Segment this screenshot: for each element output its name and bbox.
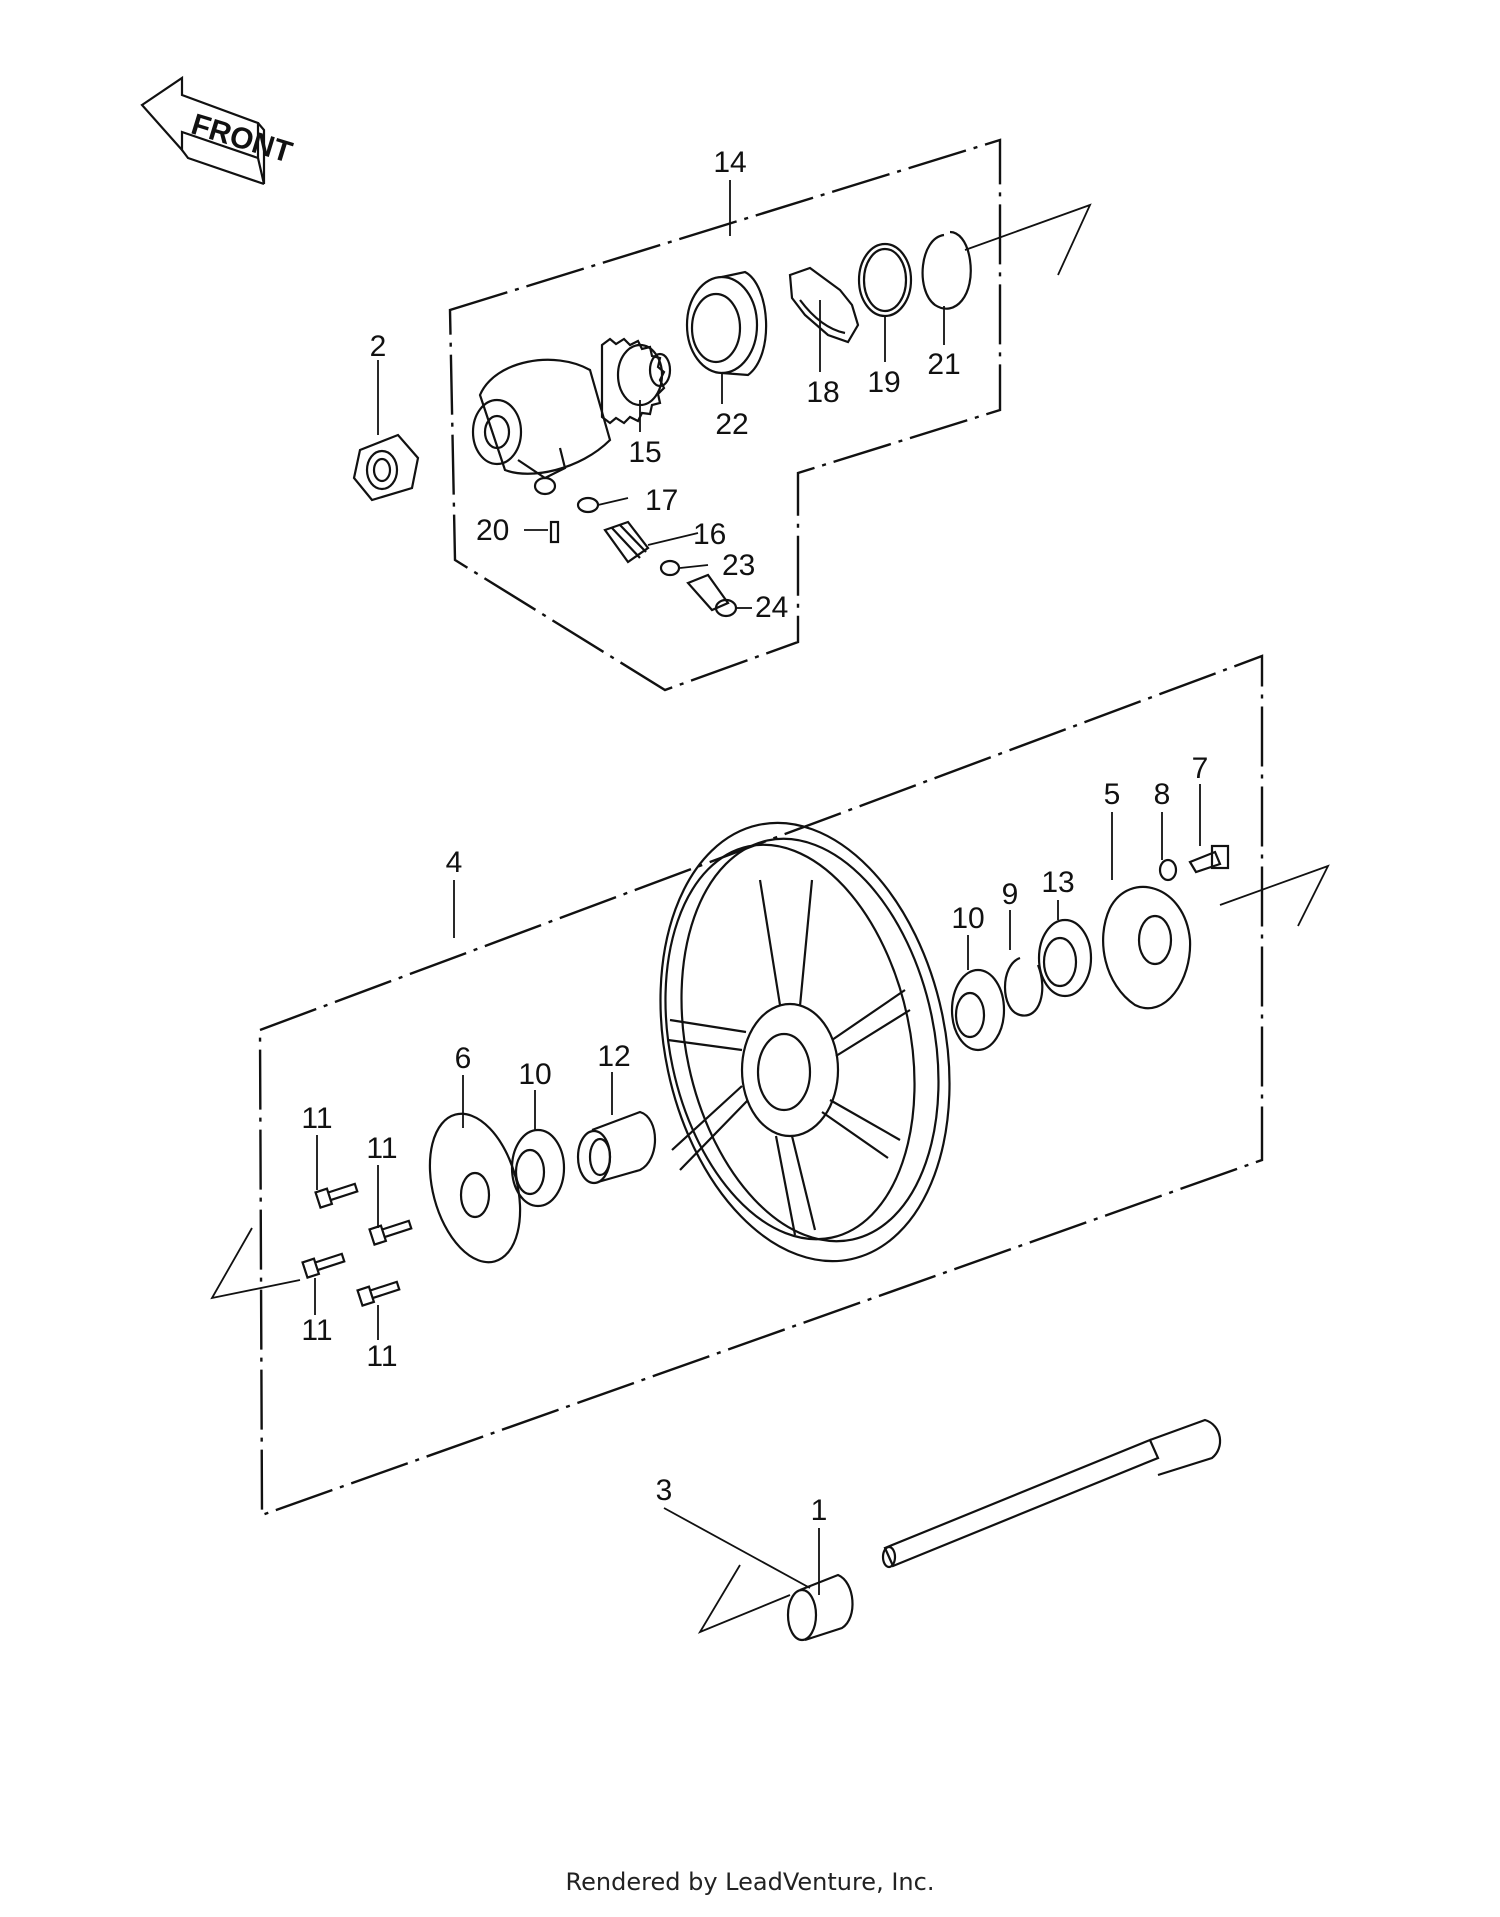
callout-18: 18 (806, 376, 839, 409)
cover-washer-icon (1158, 858, 1178, 882)
hub-plate-icon (428, 1112, 522, 1264)
callout-4: 4 (446, 846, 463, 879)
callout-labels: 1 2 3 4 5 6 7 8 9 10 10 11 11 11 11 12 1… (301, 146, 1208, 1527)
oil-seal-icon (685, 270, 768, 377)
callout-23: 23 (722, 549, 755, 582)
right-circlip-icon (1003, 956, 1044, 1017)
callout-17: 17 (645, 484, 678, 517)
callout-3-leader (663, 1507, 811, 1589)
upper-group-boundary (448, 138, 1002, 692)
callout-16: 16 (693, 518, 726, 551)
thrust-washer-icon (659, 559, 681, 577)
right-oil-seal-icon (1037, 918, 1093, 998)
circlip-icon (921, 230, 972, 310)
callout-2: 2 (370, 330, 387, 363)
callout-12: 12 (597, 1040, 630, 1073)
callout-6: 6 (455, 1042, 472, 1075)
callout-10-left: 10 (518, 1058, 551, 1091)
callout-5: 5 (1104, 778, 1121, 811)
callout-13: 13 (1041, 866, 1074, 899)
callout-11-b: 11 (366, 1132, 397, 1165)
callout-11-c: 11 (301, 1314, 332, 1347)
drive-gear-icon (600, 337, 672, 425)
footer-credit: Rendered by LeadVenture, Inc. (565, 1868, 935, 1896)
gear-housing-icon (471, 358, 612, 496)
callout-20: 20 (476, 514, 509, 547)
callout-24: 24 (755, 591, 788, 624)
lower-group-boundary (258, 654, 1264, 1517)
callout-14: 14 (713, 146, 746, 179)
callout-19: 19 (867, 366, 900, 399)
callout-9: 9 (1002, 878, 1019, 911)
callout-leaders (314, 180, 1201, 1595)
small-washer-icon (576, 496, 600, 514)
retainer-plate-icon (788, 266, 860, 344)
pin-icon (549, 520, 560, 544)
callout-1: 1 (811, 1494, 828, 1527)
callout-8: 8 (1154, 778, 1171, 811)
cast-wheel-icon (659, 821, 951, 1263)
cover-bolt-icon (1188, 844, 1230, 874)
nut-icon (352, 433, 420, 502)
distance-collar-icon (576, 1110, 657, 1185)
pinion-gear-icon (603, 520, 650, 564)
left-ball-bearing-icon (510, 1128, 566, 1208)
washer-ring-icon (857, 242, 913, 318)
right-ball-bearing-icon (950, 968, 1006, 1052)
front-axle-icon (881, 1418, 1222, 1569)
hub-bolts-icon (301, 1182, 413, 1307)
front-arrow-icon: FRONT (140, 75, 296, 186)
hub-cover-icon (1102, 885, 1192, 1010)
callout-11-d: 11 (366, 1340, 397, 1373)
callout-11-a: 11 (301, 1102, 332, 1135)
callout-22: 22 (715, 408, 748, 441)
callout-21: 21 (927, 348, 960, 381)
direction-arrow-icon (210, 203, 1330, 1634)
callout-10-right: 10 (951, 902, 984, 935)
callout-7: 7 (1192, 752, 1209, 785)
axle-collar-icon (786, 1573, 854, 1642)
callout-3: 3 (656, 1474, 673, 1507)
callout-15: 15 (628, 436, 661, 469)
washer-ring-inner-icon (862, 247, 908, 313)
